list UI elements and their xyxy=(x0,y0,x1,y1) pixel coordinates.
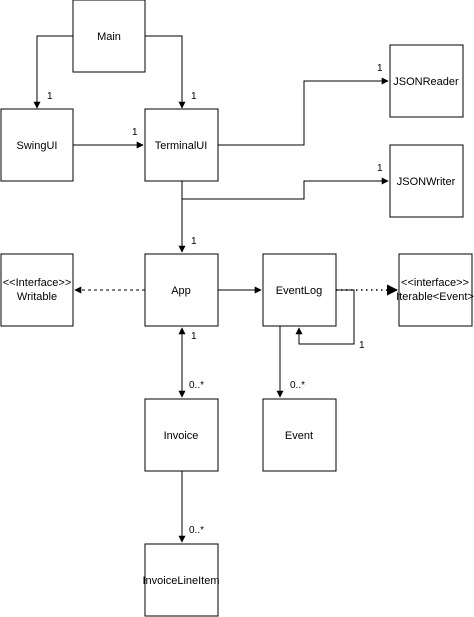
interface-writable-stereotype: <<Interface>> xyxy=(3,277,72,289)
class-invoice-label: Invoice xyxy=(164,430,199,442)
class-eventlog-label: EventLog xyxy=(276,285,322,297)
mult-app-invoice-bottom: 0..* xyxy=(189,380,204,391)
edge-main-terminalui xyxy=(145,35,186,109)
interface-writable-name: Writable xyxy=(17,291,57,303)
edge-terminalui-jsonwriter xyxy=(181,177,389,200)
class-event-label: Event xyxy=(285,430,313,442)
interface-writable[interactable]: <<Interface>> Writable xyxy=(0,253,74,327)
mult-terminalui-jsonwriter: 1 xyxy=(377,163,383,174)
class-jsonwriter-label: JSONWriter xyxy=(397,176,456,188)
class-swingui[interactable]: SwingUI xyxy=(0,108,74,182)
mult-main-terminalui: 1 xyxy=(191,91,197,102)
mult-terminalui-jsonreader: 1 xyxy=(377,63,383,74)
class-terminalui[interactable]: TerminalUI xyxy=(144,108,219,182)
mult-main-swingui: 1 xyxy=(47,91,53,102)
class-jsonreader[interactable]: JSONReader xyxy=(389,44,464,118)
class-main[interactable]: Main xyxy=(72,0,146,73)
class-app[interactable]: App xyxy=(144,253,219,327)
class-main-label: Main xyxy=(97,31,121,43)
class-terminalui-label: TerminalUI xyxy=(155,140,208,152)
interface-iterable-name: Iterable<Event> xyxy=(396,291,474,303)
mult-swingui-terminalui: 1 xyxy=(132,127,138,138)
interface-iterable[interactable]: <<interface>> Iterable<Event> xyxy=(396,253,474,327)
mult-app-invoice-top: 1 xyxy=(191,331,197,342)
interface-iterable-stereotype: <<interface>> xyxy=(401,277,469,289)
class-app-label: App xyxy=(171,285,191,297)
class-event[interactable]: Event xyxy=(262,398,337,472)
class-invoicelineitem-label: InvoiceLineItem xyxy=(142,575,219,587)
mult-terminalui-app: 1 xyxy=(191,236,197,247)
multiplicities: 1 1 1 1 1 1 1 0..* 0..* 1 0..* xyxy=(47,63,383,536)
edges xyxy=(33,35,399,543)
class-jsonwriter[interactable]: JSONWriter xyxy=(389,144,464,218)
class-swingui-label: SwingUI xyxy=(17,140,58,152)
mult-eventlog-event: 0..* xyxy=(290,380,305,391)
class-invoicelineitem[interactable]: InvoiceLineItem xyxy=(142,543,220,617)
class-jsonreader-label: JSONReader xyxy=(393,76,459,88)
edge-main-swingui xyxy=(33,35,73,109)
class-eventlog[interactable]: EventLog xyxy=(262,253,337,327)
edge-terminalui-jsonreader xyxy=(218,77,389,146)
edge-eventlog-self xyxy=(295,289,355,345)
mult-eventlog-self: 1 xyxy=(359,340,365,351)
class-invoice[interactable]: Invoice xyxy=(144,398,219,472)
mult-invoice-lineitem: 0..* xyxy=(189,525,204,536)
